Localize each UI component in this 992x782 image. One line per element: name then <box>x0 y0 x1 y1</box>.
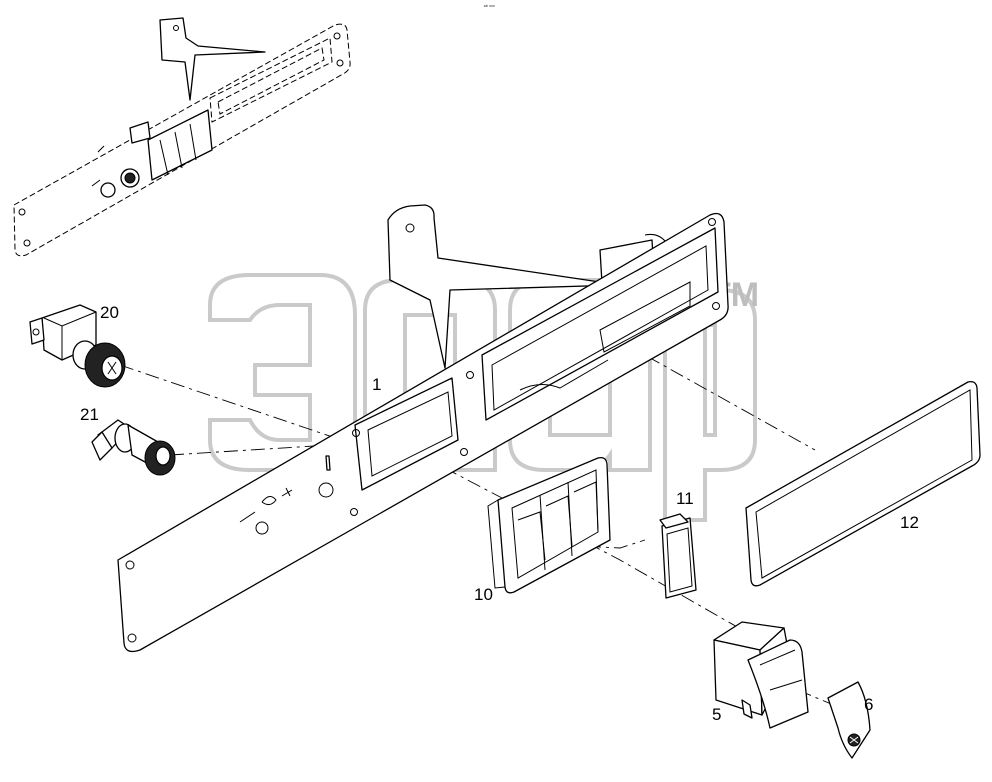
callout-labels: 1 20 21 11 12 10 5 6 <box>80 303 919 724</box>
part-21-knob-switch <box>91 419 176 476</box>
overview-bracket <box>159 17 266 101</box>
overview-panel-outline <box>13 23 351 257</box>
label-5: 5 <box>712 705 721 724</box>
header-mark: ᵉᵇ ᵒᵒᵒ <box>484 4 495 10</box>
part-5-rocker-switch <box>713 621 809 729</box>
part-20-rotary-switch <box>29 304 126 388</box>
panel-large-opening <box>481 227 719 421</box>
label-11: 11 <box>676 489 694 508</box>
part-6-rocker-cap <box>827 681 871 759</box>
label-12: 12 <box>900 513 919 532</box>
panel-switch-opening <box>354 377 459 491</box>
label-6: 6 <box>864 695 873 714</box>
label-1: 1 <box>372 375 381 394</box>
label-20: 20 <box>100 303 119 322</box>
label-21: 21 <box>80 405 99 424</box>
part-10-switch-frame <box>487 456 611 594</box>
part-12-blanking-cover <box>745 380 981 587</box>
label-10: 10 <box>474 585 493 604</box>
assembled-overview <box>13 17 351 257</box>
overview-switch-block <box>147 109 213 181</box>
main-panel <box>117 212 729 653</box>
part-11-lens <box>659 513 697 599</box>
panel-knob-hole <box>318 482 334 498</box>
key-symbol <box>239 487 293 523</box>
